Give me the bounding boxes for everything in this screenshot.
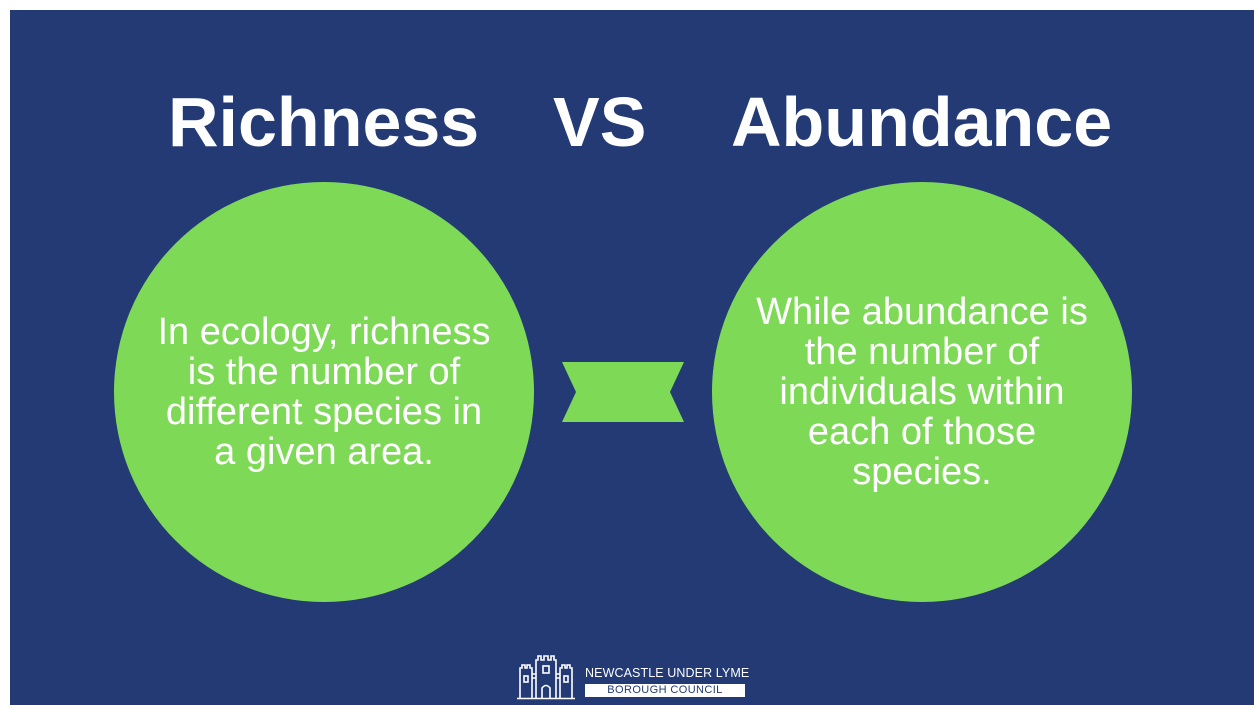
abundance-definition: While abundance is the number of individ… [756, 291, 1088, 493]
richness-circle: In ecology, richness is the number of di… [114, 182, 534, 602]
castle-icon [517, 655, 575, 700]
title-abundance: Abundance [731, 83, 1113, 161]
slide: Richness VS Abundance In ecology, richne… [10, 10, 1254, 705]
title-richness: Richness [168, 83, 480, 161]
abundance-circle: While abundance is the number of individ… [712, 182, 1132, 602]
title-vs: VS [553, 83, 647, 161]
council-name: NEWCASTLE UNDER LYME [585, 666, 750, 680]
council-logo: NEWCASTLE UNDER LYME BOROUGH COUNCIL [517, 652, 755, 700]
richness-definition: In ecology, richness is the number of di… [157, 311, 491, 473]
ribbon-banner-icon [562, 362, 684, 422]
council-subtitle: BOROUGH COUNCIL [585, 684, 745, 697]
